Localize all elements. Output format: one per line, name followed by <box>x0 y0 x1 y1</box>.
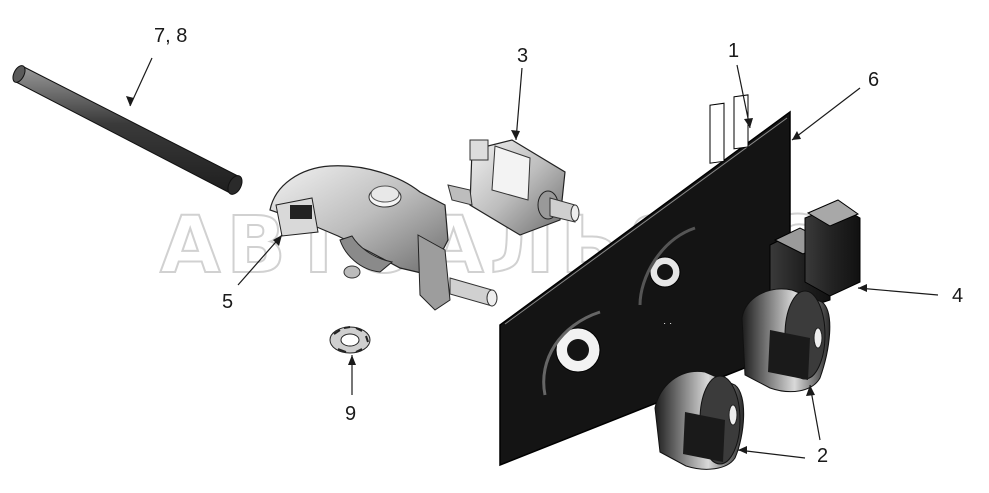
knob-lower-part <box>654 370 745 470</box>
callout-3: 3 <box>517 45 528 67</box>
callout-1: 1 <box>728 40 739 62</box>
leader-lines <box>126 57 939 459</box>
washer-part <box>329 326 371 354</box>
callout-5: 5 <box>222 291 233 313</box>
callout-4: 4 <box>952 285 963 307</box>
knob-upper-part <box>741 288 831 393</box>
bracket-part <box>269 165 498 311</box>
callout-7-8: 7, 8 <box>154 25 187 47</box>
svg-text:⋅ ⋅: ⋅ ⋅ <box>663 319 672 330</box>
switch-part <box>447 139 580 236</box>
rod-part <box>12 65 243 195</box>
callout-9: 9 <box>345 403 356 425</box>
callout-2-upper: 2 <box>817 445 828 467</box>
callout-6: 6 <box>868 69 879 91</box>
